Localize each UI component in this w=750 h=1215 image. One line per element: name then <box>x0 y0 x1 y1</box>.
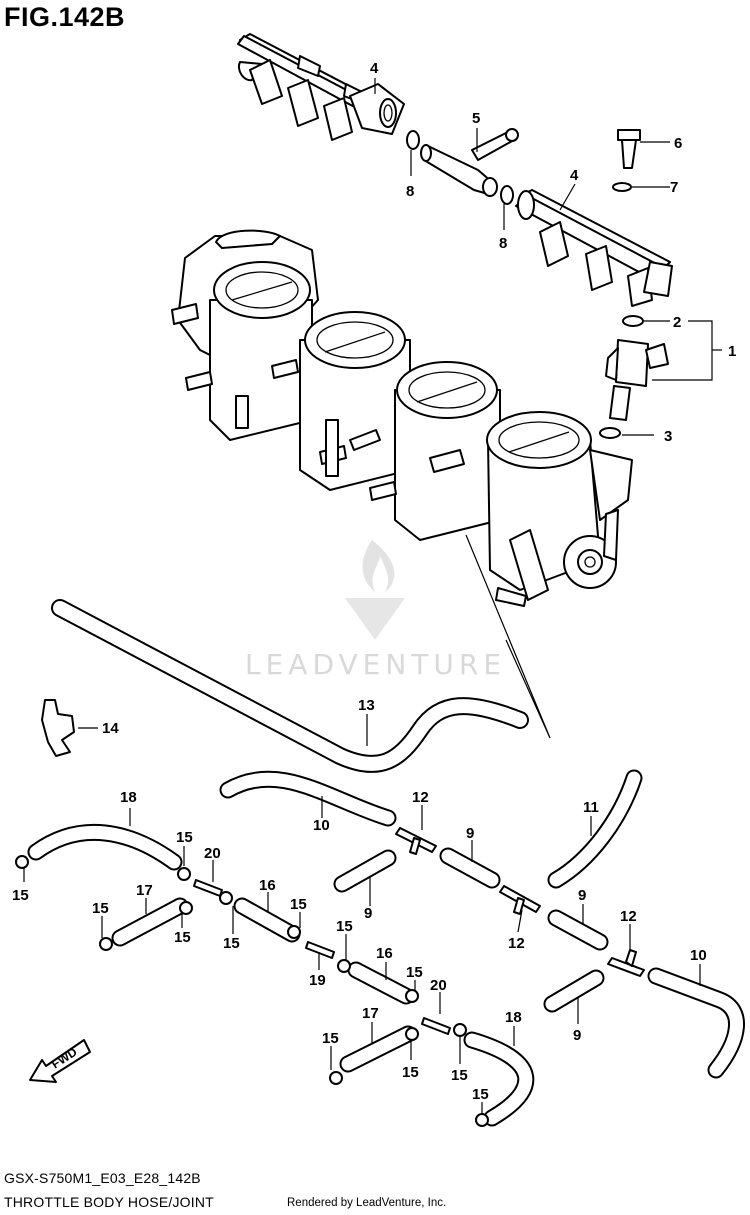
callout-9b: 9 <box>364 905 372 922</box>
leadventure-watermark: LEADVENTURE <box>245 540 506 681</box>
callout-18b: 18 <box>505 1009 522 1026</box>
callout-15j: 15 <box>402 1064 419 1081</box>
short-hoses <box>111 847 609 1073</box>
callout-20a: 20 <box>204 845 221 862</box>
o-ring-8a <box>406 130 420 150</box>
callout-12b: 12 <box>508 935 525 952</box>
callout-12c: 12 <box>620 908 637 925</box>
callout-16a: 16 <box>259 877 276 894</box>
callout-labels: 4 8 5 6 7 4 8 2 1 3 13 14 18 10 12 11 9 … <box>12 60 736 1103</box>
hose-11 <box>549 771 641 887</box>
callout-15k: 15 <box>451 1067 468 1084</box>
callout-16b: 16 <box>376 945 393 962</box>
o-ring-8b <box>500 185 514 205</box>
hose-18b <box>465 1033 533 1125</box>
callout-19: 19 <box>309 972 326 989</box>
hose-clips-15 <box>15 855 489 1127</box>
callout-15c: 15 <box>92 900 109 917</box>
tee-joints <box>193 827 645 1035</box>
hose-18a <box>29 826 181 869</box>
model-code: GSX-S750M1_E03_E28_142B <box>4 1170 201 1186</box>
callout-9c: 9 <box>578 887 586 904</box>
callout-3: 3 <box>664 428 672 445</box>
callout-15g: 15 <box>336 918 353 935</box>
figure-title: FIG.142B <box>4 2 126 32</box>
hose-13 <box>53 601 527 771</box>
fwd-arrow: FWD <box>29 1039 91 1083</box>
callout-9d: 9 <box>573 1027 581 1044</box>
callout-11: 11 <box>583 799 599 816</box>
seal-3 <box>599 427 621 439</box>
callout-12a: 12 <box>412 789 429 806</box>
callout-4a: 4 <box>370 60 379 77</box>
callout-18a: 18 <box>120 789 137 806</box>
figure-caption: THROTTLE BODY HOSE/JOINT <box>4 1194 214 1210</box>
injector-1 <box>605 339 669 421</box>
callout-2: 2 <box>673 314 681 331</box>
callout-8a: 8 <box>406 183 414 200</box>
callout-15a: 15 <box>176 829 193 846</box>
callout-15d: 15 <box>290 896 307 913</box>
hose-10a <box>221 772 395 825</box>
hose-13-outline <box>51 599 529 773</box>
washer-7 <box>612 182 632 192</box>
callout-15b: 15 <box>12 887 29 904</box>
callout-7: 7 <box>670 179 678 196</box>
callout-6: 6 <box>674 135 682 152</box>
callout-4b: 4 <box>570 167 579 184</box>
callout-13: 13 <box>358 697 375 714</box>
callout-8b: 8 <box>499 235 507 252</box>
leader-to-hose-13 <box>465 534 551 739</box>
screw-6 <box>617 129 641 169</box>
callout-15h: 15 <box>406 964 423 981</box>
callout-14: 14 <box>102 720 119 737</box>
watermark-text: LEADVENTURE <box>245 648 506 681</box>
callout-17a: 17 <box>136 882 153 899</box>
hose-10b <box>649 969 743 1077</box>
callout-15i: 15 <box>322 1030 339 1047</box>
joint-5 <box>420 128 519 197</box>
fuel-rail-upper <box>237 33 405 141</box>
callout-10b: 10 <box>690 947 707 964</box>
callout-15l: 15 <box>472 1086 489 1103</box>
callout-5: 5 <box>472 110 480 127</box>
rendered-by: Rendered by LeadVenture, Inc. <box>287 1197 447 1209</box>
callout-20b: 20 <box>430 977 447 994</box>
callout-9a: 9 <box>466 825 474 842</box>
fuel-rail-lower <box>515 189 673 307</box>
o-ring-2 <box>622 315 644 327</box>
callout-17b: 17 <box>362 1005 379 1022</box>
callout-15f: 15 <box>223 935 240 952</box>
callout-10a: 10 <box>313 817 330 834</box>
throttle-body-assembly <box>171 229 633 607</box>
clamp-14 <box>41 699 75 757</box>
callout-1: 1 <box>728 343 736 360</box>
leader-lines <box>23 78 722 1114</box>
callout-15e: 15 <box>174 929 191 946</box>
